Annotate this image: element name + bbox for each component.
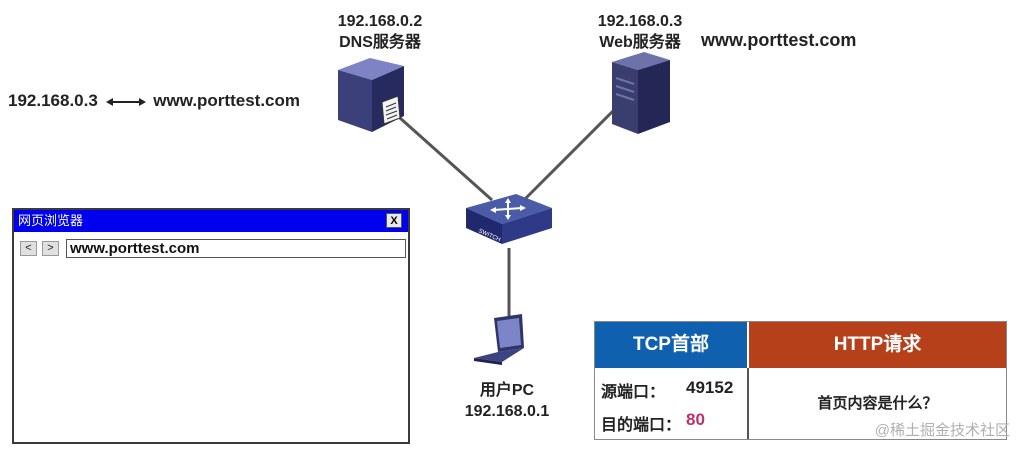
browser-title: 网页浏览器 [18, 213, 84, 228]
packet-divider [747, 368, 749, 439]
packet-table: TCP首部 HTTP请求 源端口： 49152 目的端口： 80 首页内容是什么… [594, 321, 1007, 440]
link-web-switch [522, 108, 616, 202]
dst-port-value: 80 [686, 410, 705, 429]
tcp-header-cell: TCP首部 [595, 322, 747, 368]
browser-back-button[interactable]: < [20, 241, 37, 256]
web-server-ip: 192.168.0.3 [597, 13, 683, 30]
src-port-value: 49152 [686, 378, 734, 397]
web-server-icon [612, 52, 670, 134]
browser-title-bar: 网页浏览器 X [14, 210, 408, 232]
browser-window: 网页浏览器 X < > www.porttest.com [12, 208, 410, 444]
switch-icon: SWITCH [466, 194, 552, 244]
dns-server-name: DNS服务器 [339, 34, 421, 51]
dns-record-domain: www.porttest.com [153, 91, 300, 110]
link-dns-switch [399, 116, 493, 202]
user-pc-name: 用户PC [479, 382, 535, 399]
dns-record-ip: 192.168.0.3 [8, 91, 98, 110]
laptop-icon [474, 314, 524, 365]
dns-server-icon [338, 58, 404, 132]
browser-forward-button[interactable]: > [42, 241, 59, 256]
browser-address-bar[interactable]: www.porttest.com [66, 239, 406, 258]
web-server-name: Web服务器 [599, 34, 681, 51]
watermark: @稀土掘金技术社区 [874, 422, 1010, 439]
dns-record: 192.168.0.3 www.porttest.com [8, 90, 388, 112]
http-request-body: 首页内容是什么？ [817, 395, 938, 412]
web-server-domain: www.porttest.com [701, 30, 857, 50]
src-port-label: 源端口： [601, 384, 666, 401]
double-arrow-icon [105, 97, 146, 106]
http-header-cell: HTTP请求 [749, 322, 1006, 368]
dst-port-label: 目的端口： [601, 417, 682, 434]
user-pc-ip: 192.168.0.1 [464, 403, 550, 420]
browser-close-button[interactable]: X [386, 213, 402, 228]
dns-server-ip: 192.168.0.2 [337, 13, 423, 30]
